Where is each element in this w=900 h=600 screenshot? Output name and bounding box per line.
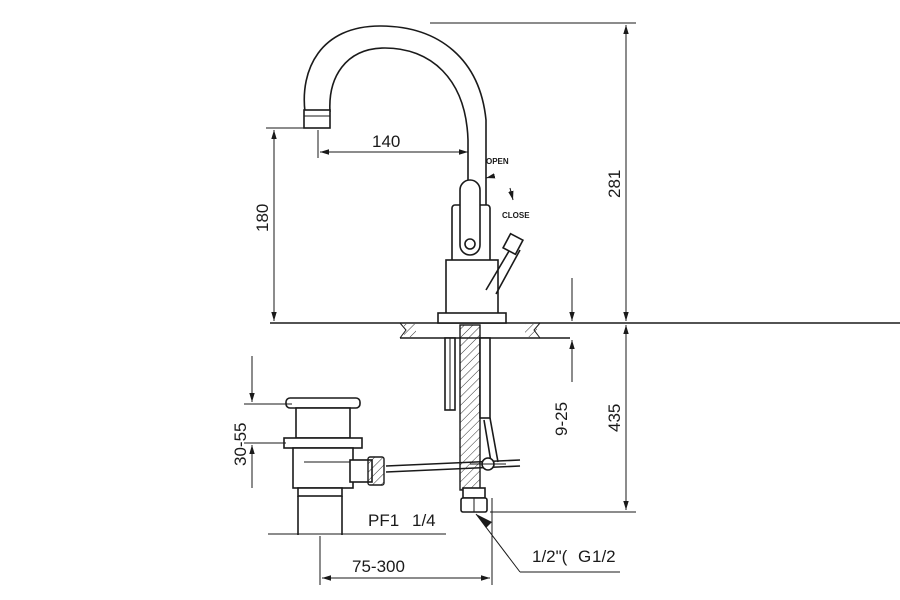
dimension-30-55: 30-55 [231,356,292,488]
rod-nut [367,456,385,486]
dimension-435: 435 [490,325,636,513]
dimension-75-300-label: 75-300 [352,557,405,576]
thread-label-pf: PF1 1/4 [268,511,446,535]
waste-cap [285,397,361,409]
countertop [270,322,900,339]
connector-label: 1/2"( G 1/2 [475,513,620,573]
base-flange [437,312,507,324]
open-label: OPEN [486,157,509,166]
close-label: CLOSE [502,211,530,220]
hose-nut [462,487,486,499]
dimension-180-label: 180 [253,204,272,232]
connector-label-b: 1/2 [592,547,616,566]
lever-handle [459,179,525,295]
dimension-75-300: 75-300 [319,498,493,585]
shank-assembly [444,324,499,513]
dimension-281: 281 [430,22,636,321]
dimension-180: 180 [253,127,304,321]
popup-rod [385,457,521,473]
dimension-140-label: 140 [372,132,400,151]
connector-label-a: 1/2"( [532,547,568,566]
spout [303,25,487,208]
thread-pf-fraction: 1/4 [412,511,436,530]
dimension-30-55-label: 30-55 [231,423,250,466]
waste-drain [283,397,385,535]
dimension-281-label: 281 [605,170,624,198]
dimension-9-25: 9-25 [552,278,575,436]
aerator [303,109,331,129]
dimension-140: 140 [317,130,468,158]
connector-label-g: G [578,547,591,566]
thread-pf-label: PF1 [368,511,399,530]
dimension-435-label: 435 [605,404,624,432]
dimension-9-25-label: 9-25 [552,402,571,436]
